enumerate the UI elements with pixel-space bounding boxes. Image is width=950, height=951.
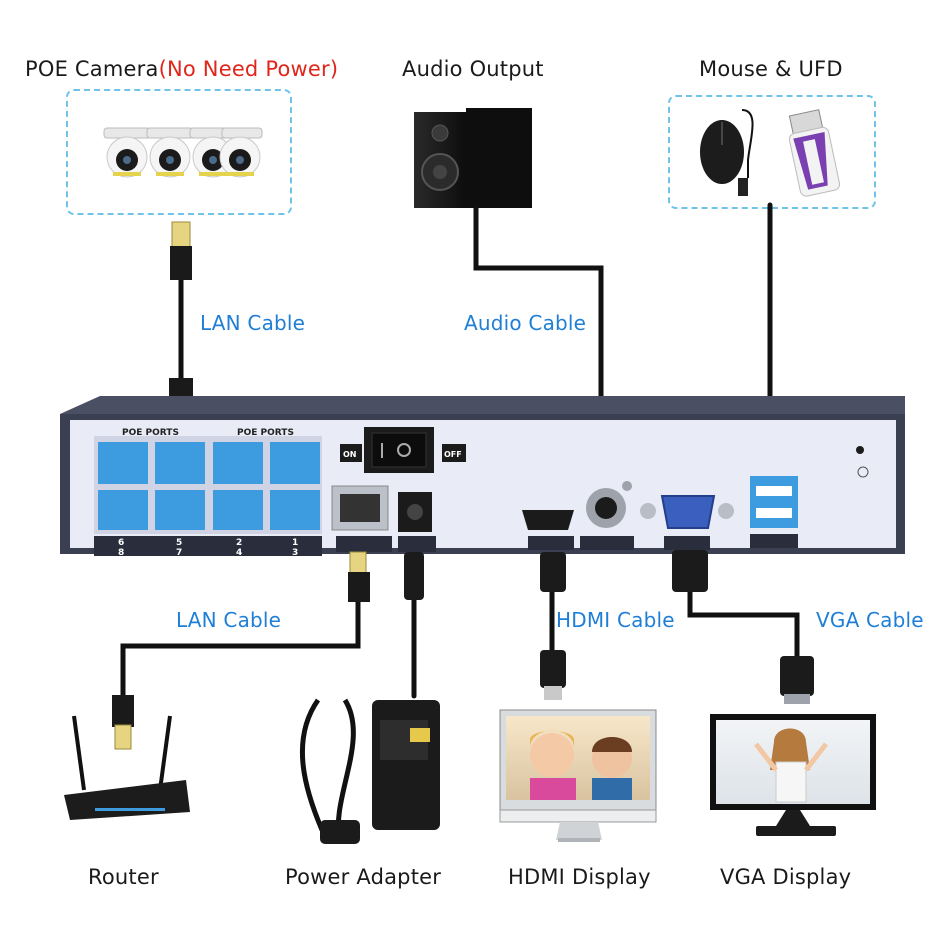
hdmi-port <box>522 510 574 550</box>
audio-cable-label: Audio Cable <box>464 311 587 335</box>
svg-text:POE PORTS: POE PORTS <box>122 428 179 438</box>
usb-ports <box>750 476 798 548</box>
svg-text:1: 1 <box>292 538 298 548</box>
lan-connector-icon <box>112 551 370 750</box>
hdmi-display-label: HDMI Display <box>508 865 651 889</box>
hdmi-cable-label: HDMI Cable <box>556 608 675 632</box>
svg-text:4: 4 <box>236 548 242 558</box>
cables <box>120 202 800 699</box>
poe-camera-label: POE Camera(No Need Power) <box>25 57 338 81</box>
router-label: Router <box>88 865 159 889</box>
speaker-icon <box>414 108 532 208</box>
ground-screw-icon <box>856 446 869 478</box>
vga-display-label: VGA Display <box>720 865 852 889</box>
svg-text:6: 6 <box>118 538 124 548</box>
router-icon <box>64 715 190 820</box>
lan-cable-bottom-label: LAN Cable <box>176 608 282 632</box>
svg-text:OFF: OFF <box>444 450 462 459</box>
svg-text:8: 8 <box>118 548 124 558</box>
power-switch: ON OFF <box>340 427 466 473</box>
hdmi-monitor-icon <box>499 709 657 842</box>
camera-icon <box>146 127 194 178</box>
power-adapter-icon <box>299 698 440 844</box>
usb-flash-drive-icon <box>788 109 841 197</box>
camera-box <box>66 89 292 215</box>
camera-icon <box>219 127 263 178</box>
dc-power-jack <box>398 492 436 552</box>
audio-out-jack <box>580 481 634 550</box>
svg-text:5: 5 <box>176 538 182 548</box>
poe-camera-text: POE Camera <box>25 57 159 81</box>
no-need-power-text: (No Need Power) <box>158 57 339 81</box>
audio-output-label: Audio Output <box>402 57 544 81</box>
power-adapter-label: Power Adapter <box>285 865 442 889</box>
camera-icon <box>103 127 151 178</box>
vga-monitor-icon <box>710 714 876 836</box>
dc-plug-icon <box>404 552 424 600</box>
vga-port <box>640 495 734 550</box>
svg-text:2: 2 <box>236 538 242 548</box>
svg-text:ON: ON <box>343 450 357 459</box>
mouse-icon <box>700 109 754 196</box>
hdmi-connector-icon <box>540 552 566 700</box>
vga-connector-icon <box>672 550 814 704</box>
lan-cable-top-label: LAN Cable <box>200 311 306 335</box>
svg-text:3: 3 <box>292 548 298 558</box>
vga-cable-label: VGA Cable <box>816 608 924 632</box>
svg-text:7: 7 <box>176 548 182 558</box>
poe-cameras <box>103 127 263 178</box>
lan-port <box>331 485 392 552</box>
svg-text:POE PORTS: POE PORTS <box>237 428 294 438</box>
poe-port-block: POE PORTS POE PORTS 6 5 2 1 8 7 4 3 <box>94 428 322 558</box>
mouse-ufd-label: Mouse & UFD <box>699 57 843 81</box>
